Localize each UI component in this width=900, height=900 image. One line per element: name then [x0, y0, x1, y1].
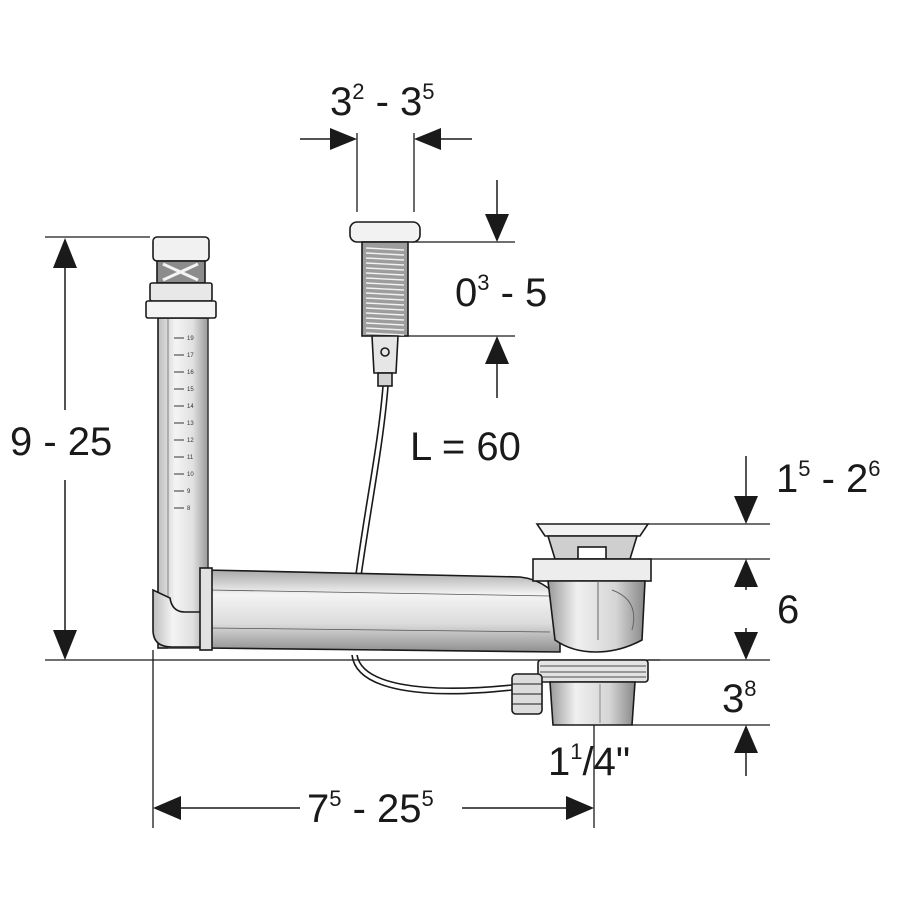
scale-label: 9: [187, 489, 191, 495]
scale-label: 14: [187, 404, 194, 410]
thread-line: [365, 282, 405, 286]
label-button-diameter: 32 - 35: [330, 79, 435, 124]
scale-label: 19: [187, 336, 194, 342]
dimension-arrows: [53, 128, 758, 820]
waste-body: [511, 523, 652, 726]
thread-line: [365, 262, 405, 266]
label-body-height: 6: [777, 588, 799, 632]
overflow-head: [145, 236, 217, 319]
dimension-labels: 32 - 35 03 - 5 L = 60 9 - 25 15 - 26 6 3…: [10, 79, 881, 831]
thread-line: [365, 332, 405, 336]
label-cable-length: L = 60: [410, 425, 521, 469]
thread-line: [365, 312, 405, 316]
label-flange-height: 15 - 26: [776, 456, 881, 501]
thread-line: [365, 267, 405, 271]
label-button-travel: 03 - 5: [455, 270, 547, 315]
thread-line: [365, 272, 405, 276]
thread-line: [365, 252, 405, 256]
thread-line: [365, 292, 405, 296]
thread-line: [365, 302, 405, 306]
scale-label: 10: [187, 472, 194, 478]
height-scale: 19 17 16 15 14 13 12 11 10 9 8: [174, 336, 194, 512]
label-overflow-height: 9 - 25: [10, 420, 112, 464]
thread-line: [365, 297, 405, 301]
thread-line: [365, 257, 405, 261]
thread-line: [365, 247, 405, 251]
thread-line: [365, 287, 405, 291]
scale-label: 16: [187, 370, 194, 376]
scale-label: 17: [187, 353, 194, 359]
label-outlet-height: 38: [722, 676, 757, 721]
thread-line: [365, 327, 405, 331]
scale-label: 13: [187, 421, 194, 427]
scale-label: 11: [187, 455, 194, 461]
thread-line: [365, 277, 405, 281]
scale-label: 12: [187, 438, 194, 444]
scale-label: 8: [187, 506, 191, 512]
thread-line: [365, 307, 405, 311]
label-outlet-size: 11/4": [548, 739, 630, 784]
thread-line: [365, 322, 405, 326]
thread-line: [365, 317, 405, 321]
horizontal-pipe: [199, 567, 561, 653]
scale-label: 15: [187, 387, 194, 393]
label-horizontal-length: 75 - 255: [307, 786, 434, 831]
push-button: [349, 221, 421, 387]
